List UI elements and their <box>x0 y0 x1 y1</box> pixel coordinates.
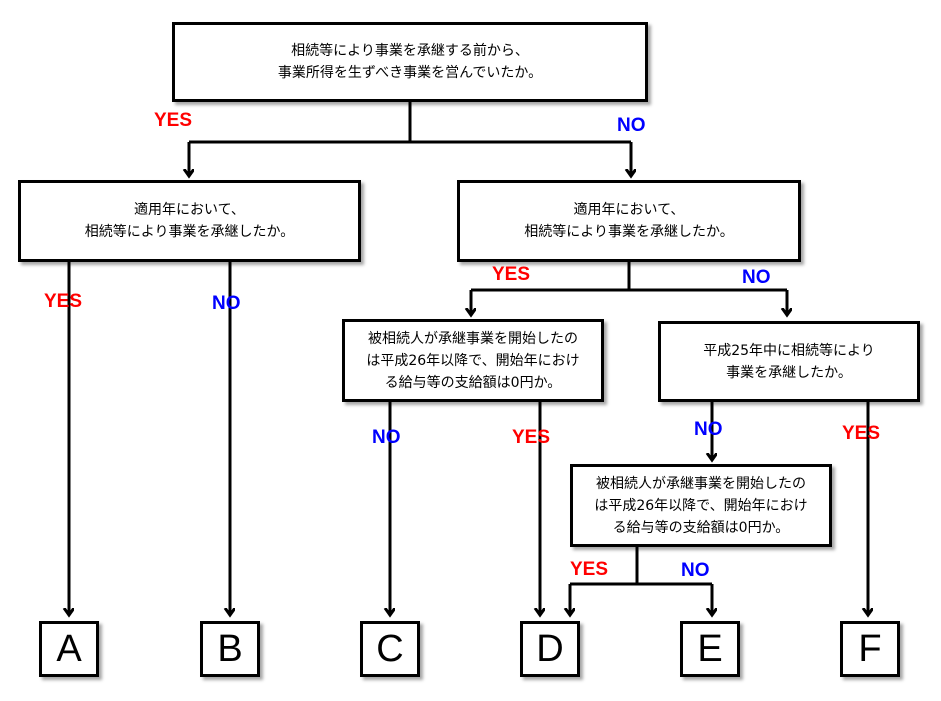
question-inherited-h25: 平成25年中に相続等により 事業を承継したか。 <box>658 321 920 402</box>
question-text: 事業を承継したか。 <box>726 364 852 381</box>
q4-no-label: NO <box>681 560 710 581</box>
q3b-no-label: NO <box>694 419 723 440</box>
question-text: 被相続人が承継事業を開始したの <box>368 330 578 347</box>
question-salary-zero-lower: 被相続人が承継事業を開始したの は平成26年以降で、開始年におけ る給与等の支給… <box>570 464 832 547</box>
question-inherited-left: 適用年において、 相続等により事業を承継したか。 <box>18 180 361 262</box>
q4-yes-label: YES <box>570 559 609 580</box>
outcome-c: C <box>360 621 420 677</box>
question-text: 平成25年中に相続等により <box>703 342 875 359</box>
q2b-no-label: NO <box>742 267 771 288</box>
outcome-d: D <box>520 621 580 677</box>
q2a-yes-label: YES <box>44 291 83 312</box>
question-text: る給与等の支給額は0円か。 <box>384 374 562 391</box>
question-salary-zero-upper: 被相続人が承継事業を開始したの は平成26年以降で、開始年におけ る給与等の支給… <box>342 319 604 402</box>
outcome-b: B <box>200 621 260 677</box>
outcome-a: A <box>39 621 99 677</box>
question-text: は平成26年以降で、開始年におけ <box>594 497 808 514</box>
question-text: 相続等により事業を承継したか。 <box>84 224 295 240</box>
q3b-yes-label: YES <box>842 423 881 444</box>
outcome-f: F <box>840 621 900 677</box>
q2a-no-label: NO <box>212 293 241 314</box>
q1-no-label: NO <box>617 115 646 136</box>
question-text: は平成26年以降で、開始年におけ <box>366 352 580 369</box>
question-text: 被相続人が承継事業を開始したの <box>596 475 806 492</box>
question-text: 相続等により事業を承継したか。 <box>524 224 734 240</box>
q2b-yes-label: YES <box>492 264 531 285</box>
q1-yes-label: YES <box>154 110 193 131</box>
question-text: 適用年において、 <box>573 202 685 218</box>
outcome-e: E <box>680 621 740 677</box>
question-inherited-right: 適用年において、 相続等により事業を承継したか。 <box>457 180 801 262</box>
question-text: 相続等により事業を承継する前から、 <box>291 43 529 59</box>
question-text: 適用年において、 <box>134 202 245 218</box>
question-text: る給与等の支給額は0円か。 <box>612 519 790 536</box>
question-text: 事業所得を生ずべき事業を営んでいたか。 <box>277 65 543 81</box>
q3a-yes-label: YES <box>512 427 551 448</box>
question-prior-business: 相続等により事業を承継する前から、 事業所得を生ずべき事業を営んでいたか。 <box>172 22 648 102</box>
q3a-no-label: NO <box>372 427 401 448</box>
